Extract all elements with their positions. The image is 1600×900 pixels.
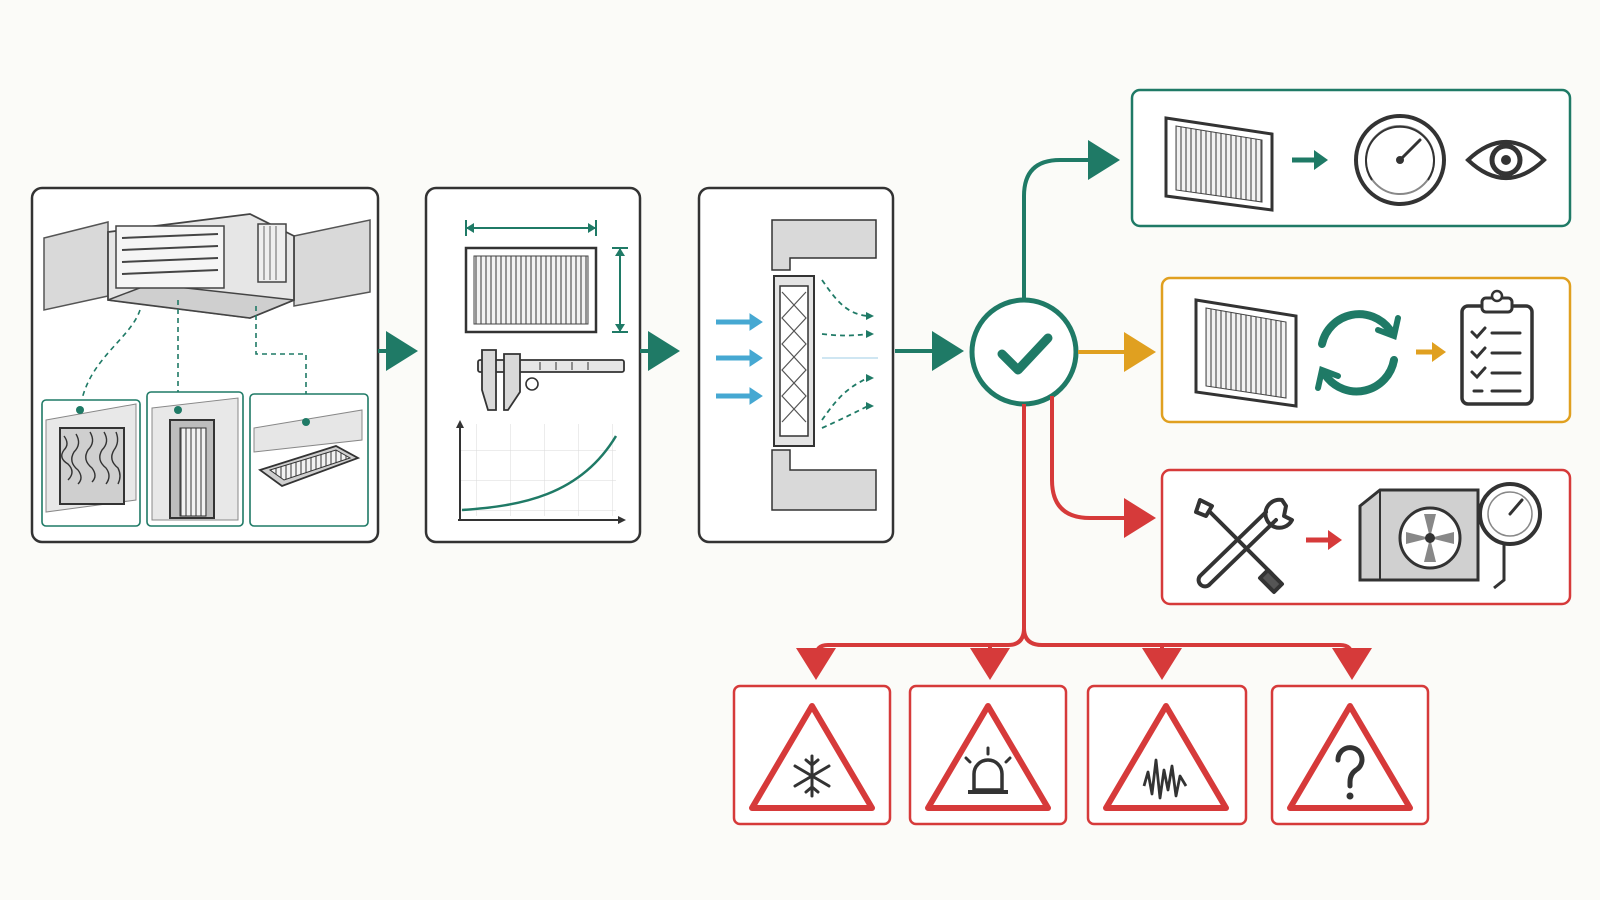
warning-freeze-panel [732,684,892,826]
step-3-panel [697,186,895,544]
tools-icon [1194,497,1294,594]
filter-dimensions-icon [464,220,628,334]
hvac-unit-gauge-icon [1358,482,1542,590]
pressure-gauge-icon [1354,114,1446,206]
eye-icon [1465,140,1547,180]
ceiling-return-filter-icon [249,393,369,527]
wall-grille-filter-icon [41,399,141,527]
filter-icon [1164,116,1274,212]
frame-filter-icon [146,391,244,527]
caliper-icon [477,349,625,411]
snowflake-warning-icon [749,703,875,811]
branch-warnings-trunk [1007,404,1026,647]
outcome-inspect-panel [1130,88,1572,228]
warning-vibration-panel [1086,684,1248,826]
warning-alarm-panel [908,684,1068,826]
ductwork-filter-locations-icon [43,213,371,420]
arrow-right-icon [1416,342,1446,362]
question-warning-icon [1287,703,1413,811]
replace-cycle-icon [1315,310,1401,396]
filter-icon [1194,298,1298,408]
pressure-drop-curve-icon [456,420,626,524]
check-circle-icon [969,297,1079,407]
step-2-panel [424,186,642,544]
outcome-service-panel [1160,468,1572,606]
outcome-replace-panel [1160,276,1572,424]
arrow-right-icon [1306,530,1342,550]
alarm-warning-icon [925,703,1051,811]
step-1-panel [30,186,380,544]
filter-airflow-install-icon [716,219,878,511]
checklist-clipboard-icon [1460,289,1534,406]
branch-red [1050,396,1156,538]
arrow-right-icon [1292,150,1328,170]
branch-warnings [796,627,1372,672]
branch-teal [1022,140,1120,300]
vibration-warning-icon [1103,703,1229,811]
warning-unknown-panel [1270,684,1430,826]
